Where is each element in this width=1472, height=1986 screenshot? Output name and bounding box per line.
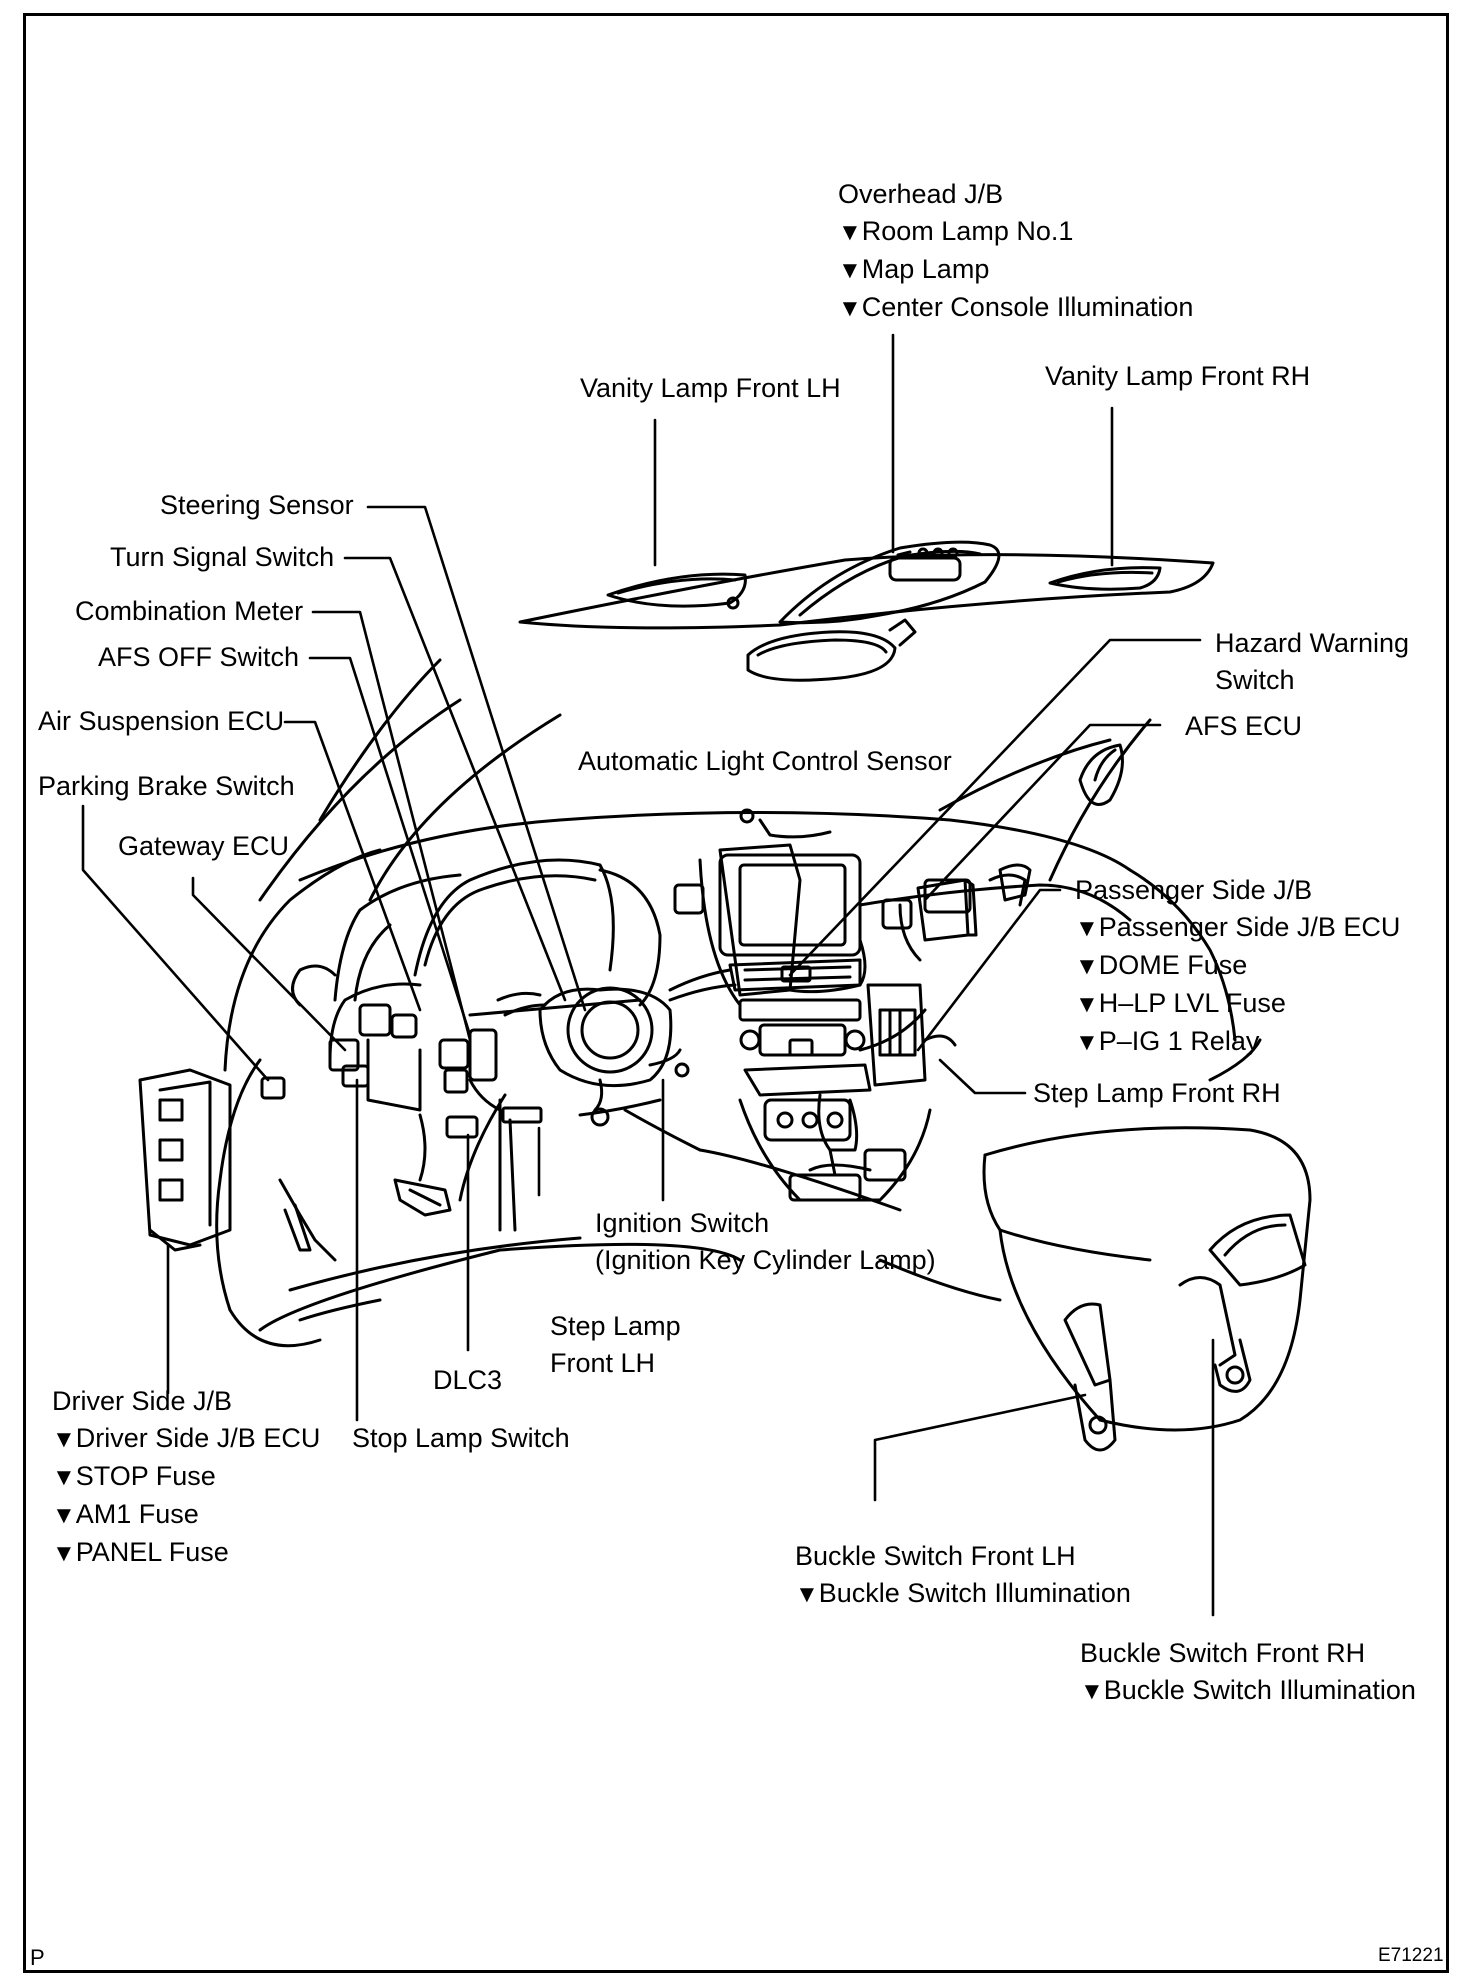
cabin-outline — [215, 658, 1262, 1348]
overhead-jb-title: Overhead J/B — [838, 179, 1004, 209]
room-lamp-no1-item: Room Lamp No.1 — [838, 213, 1193, 251]
step-lamp-front-lh-label: Step Lamp Front LH — [550, 1308, 681, 1382]
parking-brake-switch-label: Parking Brake Switch — [38, 771, 295, 801]
gateway-ecu-label: Gateway ECU — [118, 831, 290, 861]
combination-meter-label: Combination Meter — [75, 596, 304, 626]
buckle-switch-front-lh-illumination: Buckle Switch Illumination — [795, 1575, 1131, 1613]
h-lp-lvl-fuse-item: H–LP LVL Fuse — [1075, 985, 1400, 1023]
afs-ecu-label: AFS ECU — [1185, 711, 1303, 741]
buckle-switch-front-rh-title: Buckle Switch Front RH — [1080, 1638, 1366, 1668]
dome-fuse-item: DOME Fuse — [1075, 947, 1400, 985]
overhead-jb-label: Overhead J/B Room Lamp No.1 Map Lamp Cen… — [838, 176, 1193, 327]
turn-signal-switch-label: Turn Signal Switch — [110, 542, 335, 572]
vanity-lamp-front-lh-label: Vanity Lamp Front LH — [580, 373, 841, 403]
buckle-switch-front-lh-label: Buckle Switch Front LH Buckle Switch Ill… — [795, 1538, 1131, 1613]
passenger-side-jb-title: Passenger Side J/B — [1075, 875, 1313, 905]
stop-fuse-item: STOP Fuse — [52, 1458, 320, 1496]
driver-side-jb-title: Driver Side J/B — [52, 1386, 233, 1416]
stop-lamp-switch-label: Stop Lamp Switch — [352, 1423, 570, 1453]
leader-lines — [81, 333, 1215, 1617]
headliner-illustration — [518, 540, 1215, 682]
buckle-switch-front-lh-title: Buckle Switch Front LH — [795, 1541, 1076, 1571]
driver-side-jb-ecu-item: Driver Side J/B ECU — [52, 1420, 321, 1458]
panel-fuse-item: PANEL Fuse — [52, 1534, 320, 1572]
passenger-side-jb-ecu-item: Passenger Side J/B ECU — [1075, 909, 1401, 947]
map-lamp-item: Map Lamp — [838, 251, 1193, 289]
page-code-p: P — [30, 1945, 45, 1970]
step-lamp-front-rh-label: Step Lamp Front RH — [1033, 1078, 1281, 1108]
components — [138, 878, 978, 1252]
ignition-switch-line1: Ignition Switch — [595, 1208, 770, 1238]
step-lamp-front-lh-line2: Front LH — [550, 1348, 656, 1378]
ignition-switch-label: Ignition Switch (Ignition Key Cylinder L… — [595, 1205, 936, 1279]
driver-side-jb-label: Driver Side J/B Driver Side J/B ECU STOP… — [52, 1383, 320, 1572]
hazard-warning-line1: Hazard Warning — [1215, 628, 1410, 658]
step-lamp-front-lh-line1: Step Lamp — [550, 1311, 681, 1341]
dlc3-label: DLC3 — [433, 1365, 503, 1395]
am1-fuse-item: AM1 Fuse — [52, 1496, 320, 1534]
vanity-lamp-front-rh-label: Vanity Lamp Front RH — [1045, 361, 1311, 391]
figure-id: E71221 — [1378, 1945, 1444, 1966]
ignition-switch-line2: (Ignition Key Cylinder Lamp) — [595, 1245, 936, 1275]
air-suspension-ecu-label: Air Suspension ECU — [38, 706, 285, 736]
hazard-warning-line2: Switch — [1215, 665, 1295, 695]
center-console-illumination-item: Center Console Illumination — [838, 289, 1194, 327]
afs-off-switch-label: AFS OFF Switch — [98, 642, 300, 672]
hazard-warning-switch-label: Hazard Warning Switch — [1215, 625, 1409, 699]
diagram-frame — [23, 13, 1449, 1973]
automatic-light-control-sensor-label: Automatic Light Control Sensor — [578, 746, 952, 776]
buckle-switch-front-rh-illumination: Buckle Switch Illumination — [1080, 1672, 1416, 1710]
steering-sensor-label: Steering Sensor — [160, 490, 354, 520]
passenger-side-jb-label: Passenger Side J/B Passenger Side J/B EC… — [1075, 872, 1400, 1061]
p-ig1-relay-item: P–IG 1 Relay — [1075, 1023, 1400, 1061]
buckle-switch-front-rh-label: Buckle Switch Front RH Buckle Switch Ill… — [1080, 1635, 1416, 1710]
